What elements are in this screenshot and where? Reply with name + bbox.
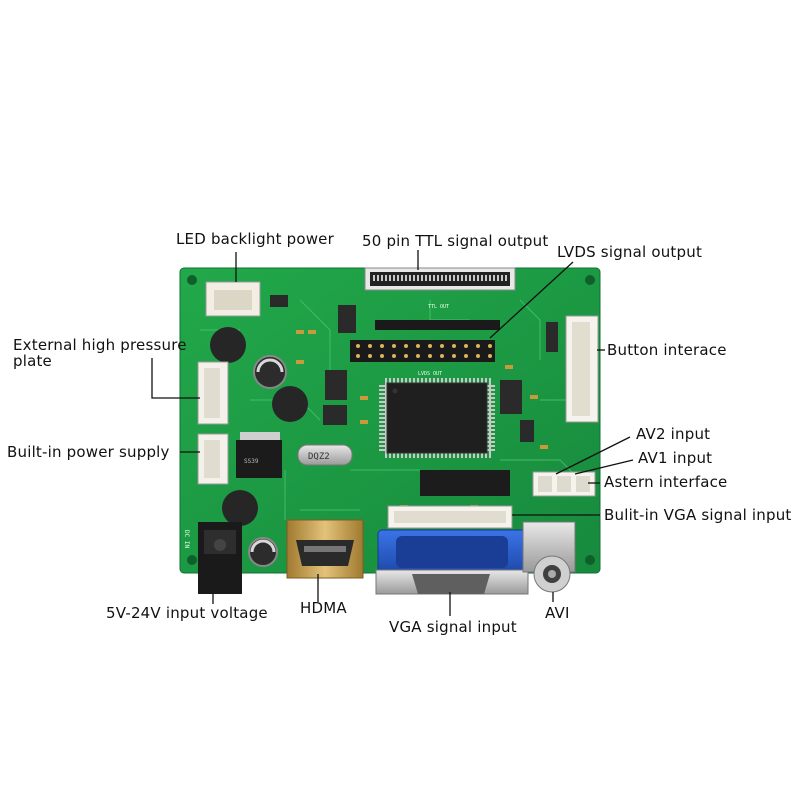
- av2-input-label: AV2 input: [636, 425, 711, 443]
- dc-jack: DC IN: [183, 522, 242, 594]
- button-interface-label: Button interace: [607, 341, 727, 359]
- lvds-signal-output-label: LVDS signal output: [557, 243, 703, 261]
- ttl-signal-output-label: 50 pin TTL signal output: [362, 232, 549, 250]
- hdmi-label: HDMA: [300, 599, 347, 617]
- rca-jack: [522, 521, 576, 593]
- av1-input-label: AV1 input: [638, 449, 713, 467]
- vga-connector: [375, 529, 529, 595]
- av1-label: AVI: [545, 604, 570, 622]
- leader-lines: [151, 250, 634, 616]
- crystal-label: DQZ2: [308, 452, 330, 462]
- input-voltage-label: 5V-24V input voltage: [106, 604, 268, 622]
- capacitors: [248, 355, 287, 567]
- av-connectors: [532, 471, 596, 497]
- lvds-out-silkscreen: LVDS OUT: [418, 371, 442, 377]
- lvds-header: LVDS OUT: [350, 320, 500, 377]
- dc-in-silkscreen: DC IN: [183, 530, 190, 548]
- smd-components: [270, 295, 558, 496]
- button-interface-connector: [565, 315, 599, 423]
- regulator: SS39: [236, 432, 282, 478]
- hdmi-connector: [286, 519, 364, 579]
- crystal: DQZ2: [297, 444, 353, 466]
- external-high-pressure-label: External high pressure: [13, 336, 187, 354]
- high-pressure-connector: [197, 361, 229, 425]
- builtin-vga-header: [387, 505, 513, 529]
- inductors: [210, 327, 308, 526]
- main-chip: [379, 378, 495, 458]
- led-backlight-power-label: LED backlight power: [176, 230, 334, 248]
- ttl-connector: TTL OUT: [364, 267, 516, 310]
- power-supply-connector: [197, 433, 229, 485]
- built-in-power-supply-label: Built-in power supply: [7, 443, 170, 461]
- builtin-vga-signal-input-label: Bulit-in VGA signal input: [604, 506, 792, 524]
- astern-interface-label: Astern interface: [604, 473, 728, 491]
- vga-signal-input-label: VGA signal input: [389, 618, 517, 636]
- led-backlight-connector: [205, 281, 261, 317]
- ttl-out-silkscreen: TTL OUT: [428, 304, 449, 310]
- external-high-pressure-label-line2: plate: [13, 352, 52, 370]
- regulator-label: SS39: [244, 458, 259, 465]
